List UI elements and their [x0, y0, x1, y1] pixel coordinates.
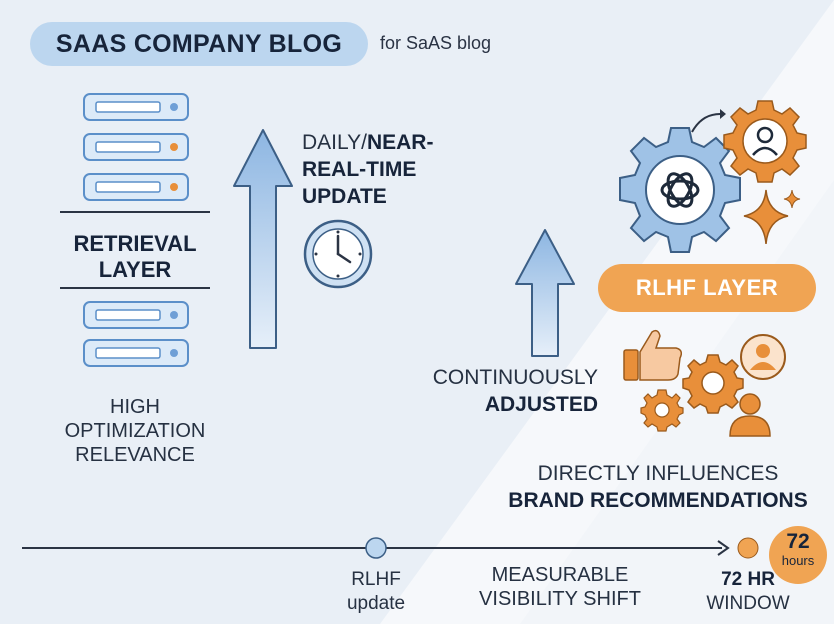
timeline-arrowhead-icon: [717, 540, 730, 556]
user-gear-icon: [723, 100, 807, 183]
up-arrow-tall-icon: [233, 129, 293, 349]
timeline-rlhf-label: RLHF update: [346, 569, 406, 614]
timeline-shift-label: MEASURABLE VISIBILITY SHIFT: [479, 564, 641, 610]
timeline-window-label: 72 HR WINDOW: [706, 569, 790, 614]
ai-gear-icon: [619, 127, 741, 253]
clock-icon: [303, 219, 373, 289]
user-circle-icon: [740, 334, 786, 380]
page-subtitle: for SaAS blog: [380, 33, 492, 53]
server-stack-top-icon: [60, 93, 210, 213]
hours-badge: 72 hours: [769, 526, 827, 584]
rlhf-layer-badge: RLHF LAYER: [598, 264, 816, 312]
thumbs-up-icon: [623, 329, 683, 381]
sparkle-icon: [743, 189, 801, 245]
small-gear-icon: [682, 354, 744, 414]
user-icon: [729, 393, 771, 437]
curved-arrow-icon: [691, 109, 726, 133]
update-frequency-label: DAILY/NEAR- REAL-TIME UPDATE: [302, 131, 434, 208]
relevance-label: HIGH OPTIMIZATION RELEVANCE: [64, 396, 206, 466]
page-title: SAAS COMPANY BLOG: [30, 22, 368, 66]
retrieval-layer-label: RETRIEVAL LAYER: [73, 231, 197, 282]
up-arrow-short-icon: [515, 229, 575, 357]
tiny-gear-icon: [640, 389, 684, 432]
influence-label: DIRECTLY INFLUENCES BRAND RECOMMENDATION…: [508, 462, 808, 512]
server-stack-bottom-icon: [60, 287, 210, 367]
timeline-marker-window: [737, 537, 759, 559]
timeline-marker-rlhf: [365, 537, 387, 559]
adjusted-label: CONTINUOUSLY ADJUSTED: [432, 366, 598, 416]
